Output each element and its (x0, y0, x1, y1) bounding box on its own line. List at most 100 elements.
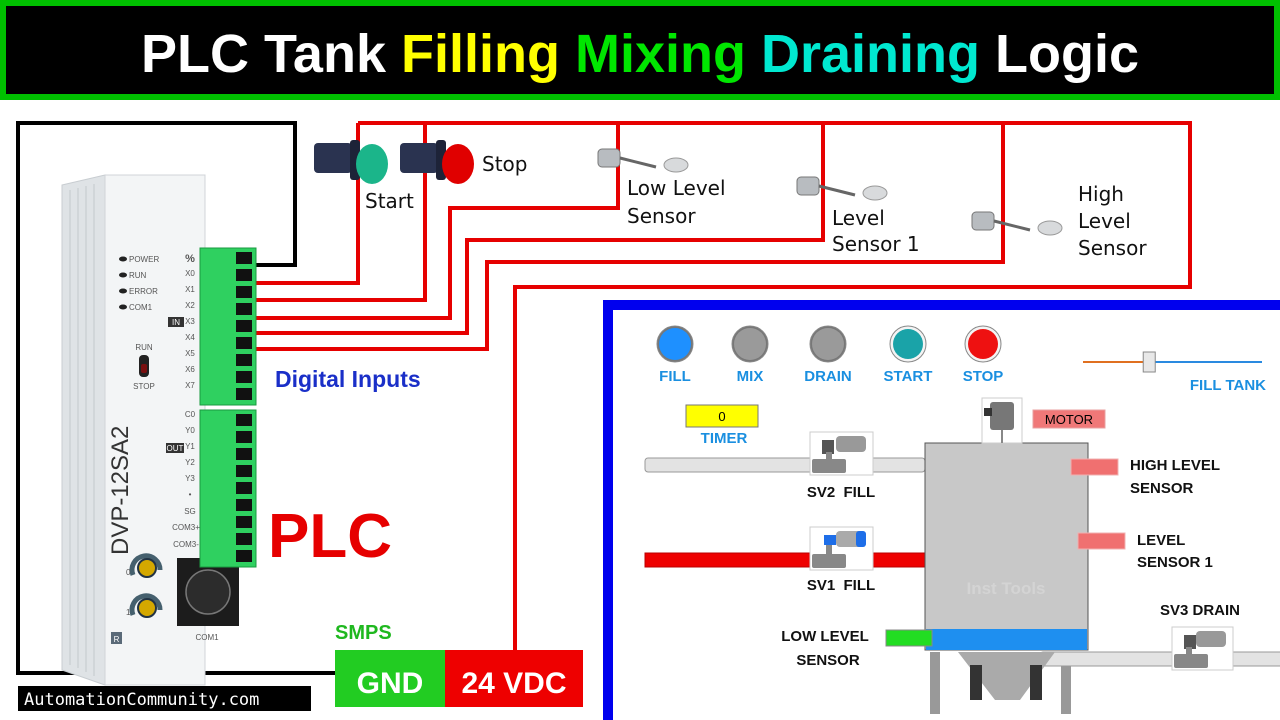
lamp-face[interactable] (968, 329, 998, 359)
wire-x4-high-level (255, 123, 1005, 351)
sv1-valve-icon[interactable] (809, 526, 874, 571)
fill-tank-label: FILL TANK (1190, 377, 1266, 394)
red-wiring (255, 121, 1192, 650)
smps-24vdc-terminal (445, 650, 583, 707)
level-1-label-1: LEVEL (1137, 532, 1185, 549)
r-mark-label: R (114, 635, 120, 644)
terminal-screw[interactable] (236, 516, 252, 528)
high-level-sensor-label-2: Level (1078, 209, 1131, 233)
led-error-label: ERROR (129, 287, 158, 296)
out-badge-label: OUT (167, 444, 184, 453)
sv3-label: SV3 DRAIN (1160, 602, 1240, 619)
terminal-screw[interactable] (236, 388, 252, 400)
terminal-screw[interactable] (236, 482, 252, 494)
terminal-label: Y1 (185, 442, 195, 451)
run-stop-switch[interactable] (139, 355, 149, 377)
title-bar: PLC Tank Filling Mixing Draining Logic (0, 0, 1280, 100)
terminal-screw[interactable] (236, 431, 252, 443)
output-terminal-block (199, 409, 257, 568)
watermark: Inst Tools (966, 579, 1045, 598)
motor-icon (981, 397, 1023, 444)
sv2-valve-icon[interactable] (809, 431, 874, 476)
terminal-label: Y0 (185, 426, 195, 435)
sv1-label: SV1 FILL (807, 577, 875, 594)
potentiometer-0[interactable] (129, 553, 163, 578)
title-word-4: Draining (761, 24, 980, 84)
switch-run-label: RUN (135, 343, 153, 352)
tank-leg (970, 665, 982, 700)
smps-label: SMPS (335, 622, 392, 644)
timer-display (685, 404, 759, 428)
lamp-label-drain: DRAIN (804, 368, 852, 385)
input-terminal-block (199, 247, 257, 406)
start-pushbutton[interactable] (314, 140, 388, 184)
terminal-screw[interactable] (236, 286, 252, 298)
terminal-label: X4 (185, 333, 195, 342)
title-word-3: Mixing (575, 24, 746, 84)
terminal-screw[interactable] (236, 465, 252, 477)
smps-gnd-label: GND (357, 667, 424, 700)
terminal-label: Y3 (185, 474, 195, 483)
stop-pushbutton[interactable] (400, 140, 474, 184)
wire-x3-level-1 (255, 123, 825, 335)
com1-port[interactable] (177, 558, 239, 626)
plc-caption: PLC (268, 502, 392, 571)
tank-leg (930, 652, 940, 714)
slider-thumb[interactable] (1142, 351, 1156, 373)
terminal-screw[interactable] (236, 354, 252, 366)
pot-1-label: 1 (126, 608, 131, 617)
potentiometer-1[interactable] (129, 593, 163, 618)
low-level-sensor-label-1: Low Level (627, 176, 726, 200)
terminal-screw[interactable] (236, 499, 252, 511)
title-word-5: Logic (995, 24, 1139, 84)
out-badge (166, 443, 184, 453)
terminal-screw[interactable] (236, 337, 252, 349)
led-com1-label: COM1 (129, 303, 153, 312)
in-badge-label: IN (172, 318, 180, 327)
smps-gnd-terminal (335, 650, 445, 707)
terminal-screw[interactable] (236, 371, 252, 383)
lamp-label-mix: MIX (737, 368, 764, 385)
low-level-sensor-label-2: Sensor (627, 204, 696, 228)
sv2-pipe (644, 457, 926, 473)
website-label: AutomationCommunity.com (24, 690, 259, 710)
sv3-valve-icon[interactable] (1171, 626, 1234, 671)
terminal-label: X7 (185, 381, 195, 390)
level-sensor-1-icon (796, 176, 888, 201)
terminal-screw[interactable] (236, 550, 252, 562)
terminal-screw[interactable] (236, 533, 252, 545)
wire-24vdc-rail (358, 121, 1192, 650)
terminal-screw[interactable] (236, 448, 252, 460)
start-label: Start (365, 189, 414, 213)
tank: Inst Tools (924, 442, 1089, 714)
level-sensor-1-label-1: Level (832, 206, 885, 230)
title: PLC Tank Filling Mixing Draining Logic (141, 24, 1139, 84)
low-level-indicator (885, 629, 933, 647)
low-level-sensor-icon (597, 148, 689, 173)
led-run-label: RUN (129, 271, 147, 280)
terminal-screw[interactable] (236, 414, 252, 426)
lamp-face[interactable] (893, 329, 923, 359)
timer-value: 0 (718, 409, 725, 424)
lamp-face (659, 328, 691, 360)
tank-leg (1030, 665, 1042, 700)
terminal-label: X6 (185, 365, 195, 374)
title-background (0, 0, 1280, 100)
high-level-indicator (1070, 458, 1119, 476)
high-level-label-1: HIGH LEVEL (1130, 457, 1220, 474)
terminal-label: X3 (185, 317, 195, 326)
terminal-screw[interactable] (236, 252, 252, 264)
terminal-label: % (185, 253, 195, 265)
lamp-label-start: START (884, 368, 933, 385)
low-level-label-2: SENSOR (796, 652, 860, 669)
terminal-screw[interactable] (236, 303, 252, 315)
terminal-screw[interactable] (236, 269, 252, 281)
terminal-label: Y2 (185, 458, 195, 467)
fill-tank-slider[interactable] (1083, 351, 1262, 373)
terminal-label: • (189, 490, 192, 499)
led-power-label: POWER (129, 255, 159, 264)
terminal-screw[interactable] (236, 320, 252, 332)
digital-inputs-label: Digital Inputs (275, 366, 421, 392)
input-terminal-labels: % X0 X1 X2 X3 X4 X5 X6 X7 (185, 253, 195, 390)
